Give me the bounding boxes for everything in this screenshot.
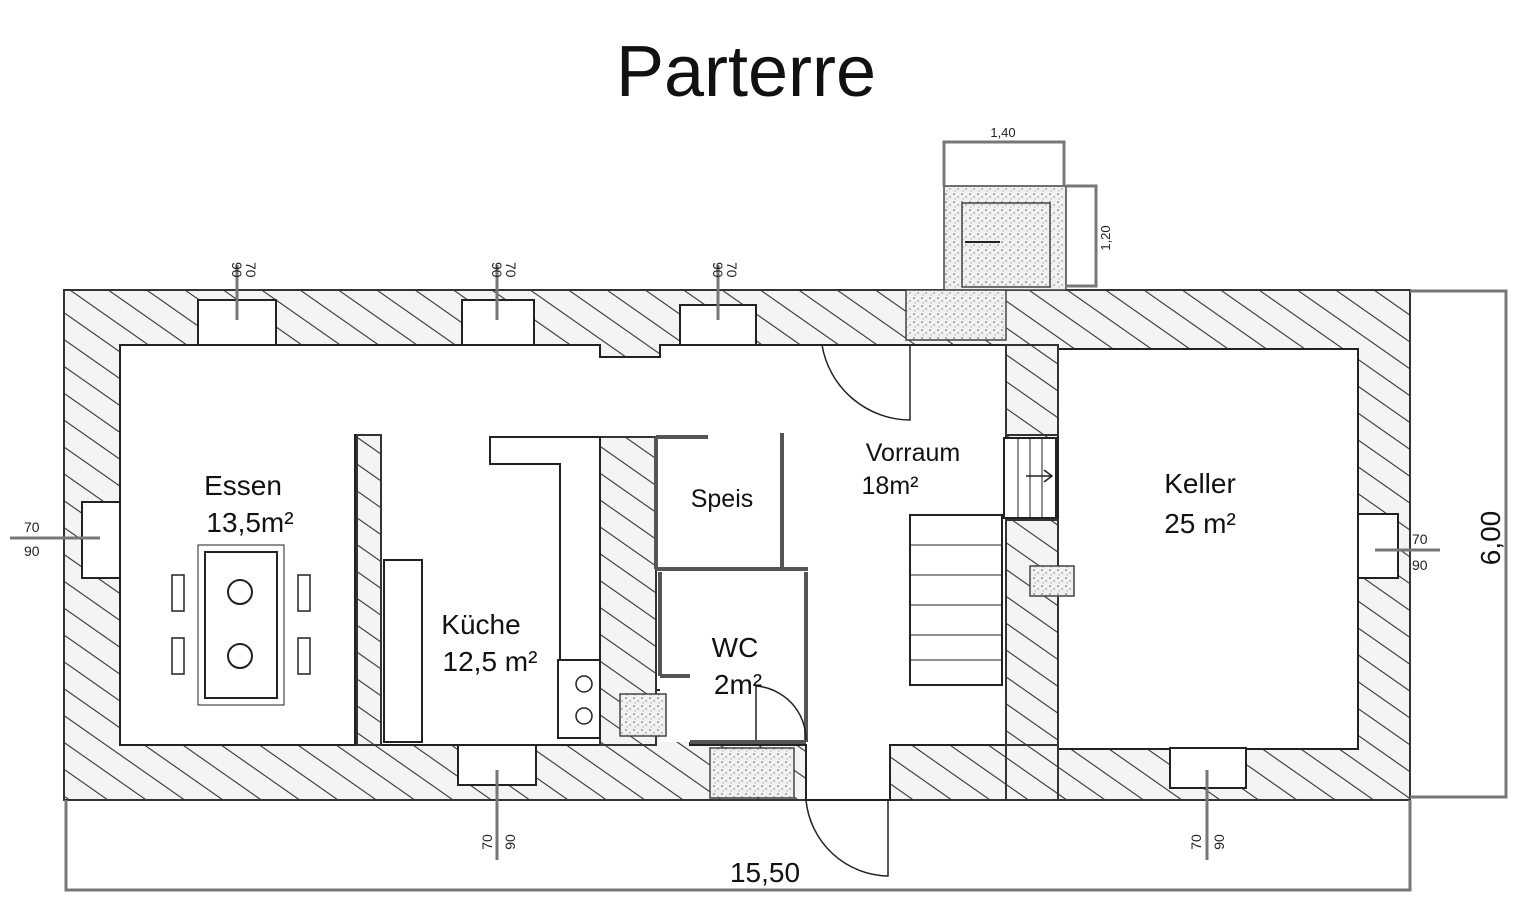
window-head-label: 90 bbox=[1412, 557, 1428, 573]
window-sill-label: 90 bbox=[710, 262, 726, 278]
room-labels: Essen 13,5m² Küche 12,5 m² Speis WC 2m² … bbox=[204, 439, 1236, 700]
room-area-wc: 2m² bbox=[714, 669, 762, 700]
window-sill-label: 70 bbox=[1188, 834, 1204, 850]
total-width-label: 15,50 bbox=[730, 857, 800, 888]
chimney-width-label: 1,40 bbox=[990, 125, 1015, 140]
window-sill-label: 70 bbox=[479, 834, 495, 850]
window-dimension-ticks bbox=[10, 265, 1440, 860]
window-head-label: 90 bbox=[1211, 834, 1227, 850]
room-area-kueche: 12,5 m² bbox=[443, 646, 538, 677]
wc-box bbox=[658, 572, 808, 744]
window-head-label: 70 bbox=[724, 262, 740, 278]
page-title: Parterre bbox=[616, 32, 876, 112]
room-name-keller: Keller bbox=[1164, 468, 1236, 499]
room-name-essen: Essen bbox=[204, 470, 282, 501]
room-area-essen: 13,5m² bbox=[206, 507, 293, 538]
room-area-vorraum: 18m² bbox=[862, 472, 919, 500]
chimney bbox=[905, 185, 1067, 341]
chimney-depth-label: 1,20 bbox=[1098, 225, 1113, 250]
dining-table bbox=[171, 544, 311, 706]
window-sill-label: 70 bbox=[24, 519, 40, 535]
speis-box bbox=[654, 433, 808, 571]
room-name-vorraum: Vorraum bbox=[866, 439, 960, 467]
window-head-label: 90 bbox=[24, 543, 40, 559]
window-sill-label: 90 bbox=[489, 262, 505, 278]
window-dimension-labels: 90 70 90 70 90 70 70 90 70 90 70 90 70 9… bbox=[24, 262, 1428, 850]
room-area-keller: 25 m² bbox=[1164, 508, 1236, 539]
small-fixtures bbox=[619, 565, 1075, 799]
staircase bbox=[909, 437, 1057, 686]
window-head-label: 70 bbox=[243, 262, 259, 278]
room-name-wc: WC bbox=[712, 632, 759, 663]
window-sill-label: 70 bbox=[1412, 531, 1428, 547]
window-sill-label: 90 bbox=[229, 262, 245, 278]
overall-dimensions bbox=[64, 140, 1508, 892]
room-name-speis: Speis bbox=[691, 485, 754, 513]
doors bbox=[805, 344, 911, 877]
kitchen-counter bbox=[383, 436, 601, 743]
window-head-label: 70 bbox=[503, 262, 519, 278]
room-name-kueche: Küche bbox=[441, 609, 520, 640]
total-depth-label: 6,00 bbox=[1475, 511, 1506, 566]
window-head-label: 90 bbox=[502, 834, 518, 850]
